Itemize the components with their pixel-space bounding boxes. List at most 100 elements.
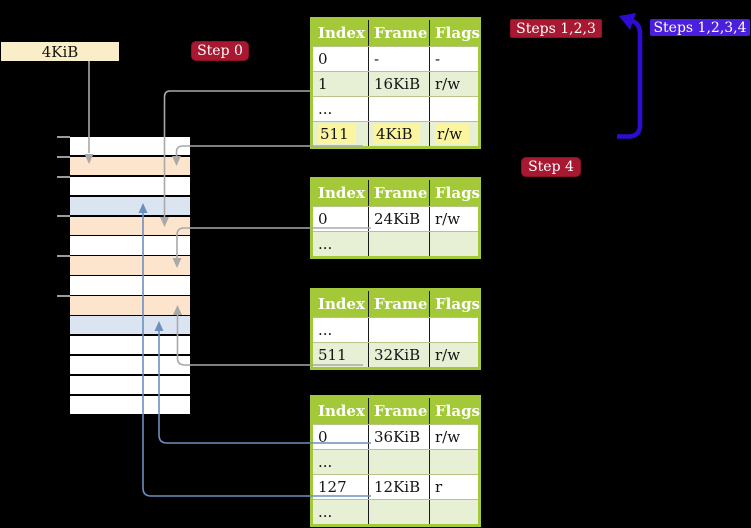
badge-step4: Step 4 xyxy=(521,157,581,177)
table-cell: r/w xyxy=(429,343,478,367)
cell-value: 16KiB xyxy=(374,75,421,93)
table-row: 0 24KiB r/w xyxy=(313,206,478,231)
memory-row-peach xyxy=(70,296,190,315)
table-header-cell: Flags xyxy=(429,20,480,46)
table-cell: 36KiB xyxy=(368,425,429,449)
cell-value: 36KiB xyxy=(374,428,421,446)
table-row: ... xyxy=(313,96,478,121)
table-cell xyxy=(429,500,478,524)
memory-row-peach xyxy=(70,256,190,275)
memory-row-peach xyxy=(70,216,190,235)
cell-value: 1 xyxy=(318,75,328,93)
highlighted-cell-value: 511 xyxy=(318,124,356,144)
memory-row-white xyxy=(70,395,190,414)
table-cell: 0 xyxy=(313,47,368,71)
cell-value: 12KiB xyxy=(374,478,421,496)
table-cell: - xyxy=(429,47,478,71)
table-row: 0 36KiB r/w xyxy=(313,424,478,449)
table-cell: 12KiB xyxy=(368,475,429,499)
table-row: 511 4KiB r/w xyxy=(313,121,478,146)
table-cell: 0 xyxy=(313,207,368,231)
memory-row-white xyxy=(70,276,190,295)
memory-row-blue xyxy=(70,196,190,216)
table-cell xyxy=(368,450,429,474)
table-cell: 511 xyxy=(313,122,368,146)
table-cell: r xyxy=(429,475,478,499)
table-cell xyxy=(368,318,429,342)
table-cell: 127 xyxy=(313,475,368,499)
table-header-cell: Frame xyxy=(368,20,429,46)
badge-step0: Step 0 xyxy=(191,41,249,61)
table-cell: 1 xyxy=(313,72,368,96)
table-cell: 16KiB xyxy=(368,72,429,96)
table-header-cell: Flags xyxy=(429,291,480,317)
table-cell: r/w xyxy=(429,425,478,449)
table-cell: ... xyxy=(313,97,368,121)
table-row: 0 - - xyxy=(313,46,478,71)
cell-value: 0 xyxy=(318,210,328,228)
table-cell: r/w xyxy=(429,122,478,146)
table-cell: 24KiB xyxy=(368,207,429,231)
cell-value: - xyxy=(374,50,380,68)
highlighted-cell-value: r/w xyxy=(435,124,470,144)
memory-row-white xyxy=(70,375,190,395)
memory-row-white xyxy=(70,335,190,355)
table-row: ... xyxy=(313,499,478,524)
arrow-table1-row511-to-frame4kib xyxy=(172,145,363,166)
cell-value: 24KiB xyxy=(374,210,421,228)
cell-value: ... xyxy=(318,100,333,118)
table-header-cell: Frame xyxy=(368,398,429,424)
table-cell xyxy=(429,97,478,121)
table-row: ... xyxy=(313,317,478,342)
badge-step4-label: Step 4 xyxy=(528,159,574,175)
memory-tick xyxy=(57,215,70,217)
cell-value: 32KiB xyxy=(374,346,421,364)
table-cell xyxy=(368,232,429,256)
memory-tick xyxy=(57,156,70,158)
cell-value: 0 xyxy=(318,50,328,68)
badge-steps-1-2-3-4: Steps 1,2,3,4 xyxy=(650,19,750,36)
table-cell xyxy=(368,500,429,524)
table-cell: 0 xyxy=(313,425,368,449)
table-cell xyxy=(429,318,478,342)
cell-value: - xyxy=(435,50,441,68)
cell-value: ... xyxy=(318,503,333,521)
memory-tick xyxy=(57,136,70,138)
table-row: ... xyxy=(313,231,478,256)
cell-value: 511 xyxy=(318,346,347,364)
table-row: 511 32KiB r/w xyxy=(313,342,478,367)
table-cell: ... xyxy=(313,500,368,524)
memory-row-white xyxy=(70,176,190,196)
table-cell xyxy=(368,97,429,121)
table-cell xyxy=(429,450,478,474)
table-header-cell: Frame xyxy=(368,291,429,317)
table-header-cell: Flags xyxy=(429,398,480,424)
table-header-cell: Index xyxy=(318,402,365,420)
table-cell: 32KiB xyxy=(368,343,429,367)
table-header-cell: Index xyxy=(318,24,365,42)
memory-row-white xyxy=(70,137,190,156)
table-cell: r/w xyxy=(429,207,478,231)
memory-tick xyxy=(57,255,70,257)
memory-tick xyxy=(57,295,70,297)
memory-row-white xyxy=(70,236,190,255)
memory-row-peach xyxy=(70,156,190,176)
badge-steps-1-2-3: Steps 1,2,3 xyxy=(510,19,602,38)
memory-row-white xyxy=(70,355,190,375)
badge-steps-1-2-3-label: Steps 1,2,3 xyxy=(516,20,596,37)
table-row: 127 12KiB r xyxy=(313,474,478,499)
table-cell: ... xyxy=(313,318,368,342)
table-header-cell: Flags xyxy=(429,180,480,206)
cell-value: ... xyxy=(318,321,333,339)
highlighted-cell-value: 4KiB xyxy=(374,124,420,144)
frame-size-label: 4KiB xyxy=(41,42,79,61)
arrow-steps-feedback-loop xyxy=(617,13,643,139)
table-cell: - xyxy=(368,47,429,71)
